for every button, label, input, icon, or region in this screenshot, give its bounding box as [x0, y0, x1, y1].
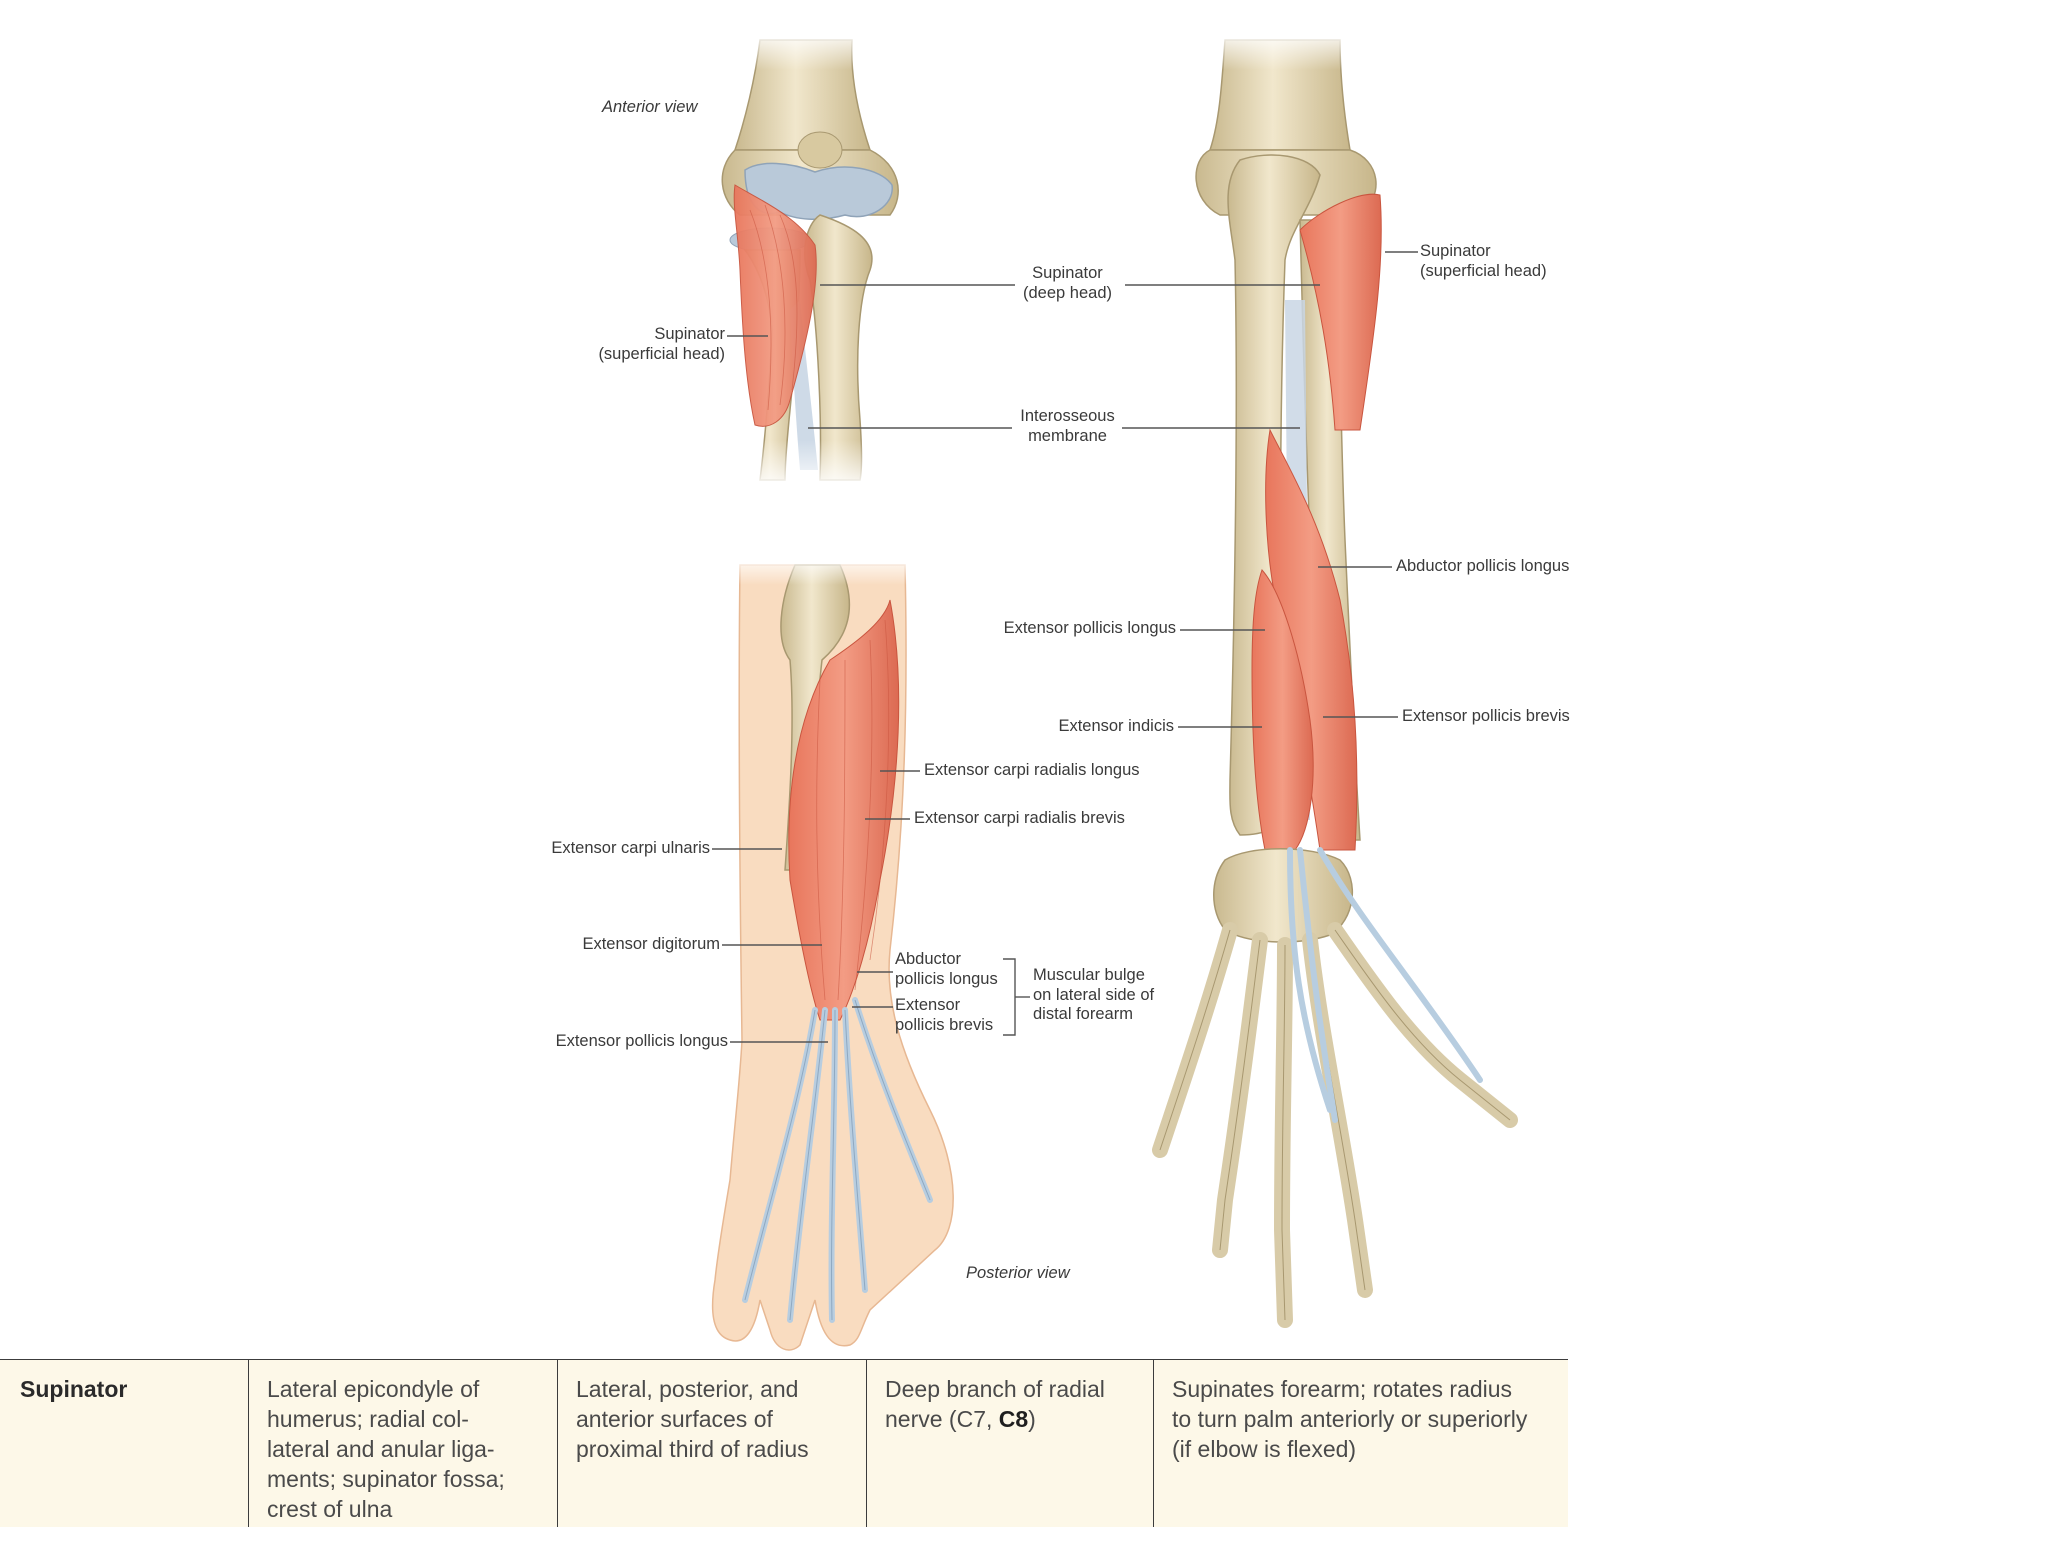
label-muscular-bulge: Muscular bulge on lateral side of distal… — [1033, 966, 1154, 1025]
cell-line: nerve (C7, C8) — [885, 1404, 1135, 1434]
label-text: membrane — [1028, 426, 1107, 445]
table-row: Supinator Lateral epicondyle of humerus;… — [0, 1359, 1568, 1527]
label-abductor-pollicis-longus-small: Abductor pollicis longus — [895, 950, 998, 989]
cell-line: (if elbow is flexed) — [1172, 1436, 1357, 1462]
label-text: pollicis longus — [895, 969, 998, 988]
cell-line: Supinates forearm; rotates radius — [1172, 1376, 1513, 1402]
cell-line: lateral and anular liga- — [267, 1436, 495, 1462]
label-extensor-pollicis-brevis-small: Extensor pollicis brevis — [895, 996, 993, 1035]
cell-line: crest of ulna — [267, 1496, 393, 1522]
anterior-view-illustration — [700, 30, 920, 490]
posterior-deep-illustration — [1152, 30, 1518, 1328]
deep-extensor-muscles — [1265, 428, 1358, 851]
innervation-text-end: ) — [1028, 1406, 1036, 1432]
label-extensor-indicis: Extensor indicis — [1058, 717, 1174, 735]
innervation-text: nerve (C7, — [885, 1406, 999, 1432]
posterior-view-label: Posterior view — [966, 1264, 1070, 1282]
label-text: Abductor — [895, 950, 962, 968]
supinator-muscle-posterior — [1299, 193, 1382, 431]
label-extensor-carpi-radialis-brevis: Extensor carpi radialis brevis — [914, 809, 1125, 827]
label-abductor-pollicis-longus: Abductor pollicis longus — [1396, 557, 1570, 575]
label-extensor-carpi-ulnaris: Extensor carpi ulnaris — [551, 839, 710, 857]
label-supinator-deep: Supinator (deep head) — [1005, 264, 1130, 303]
label-text: distal forearm — [1033, 1005, 1133, 1023]
label-text: pollicis brevis — [895, 1015, 994, 1034]
label-extensor-pollicis-longus-left: Extensor pollicis longus — [555, 1032, 728, 1050]
label-extensor-pollicis-brevis-right: Extensor pollicis brevis — [1402, 707, 1570, 725]
innervation-bold: C8 — [998, 1406, 1029, 1432]
label-text: Extensor — [895, 996, 961, 1014]
label-supinator-superficial-left: Supinator (superficial head) — [580, 325, 725, 364]
cell-line: Lateral, posterior, and — [576, 1376, 799, 1402]
cell-line: to turn palm anteriorly or superiorly — [1172, 1406, 1528, 1432]
label-extensor-digitorum: Extensor digitorum — [582, 935, 720, 953]
cell-innervation: Deep branch of radial nerve (C7, C8) — [866, 1359, 1154, 1527]
muscle-table: Supinator Lateral epicondyle of humerus;… — [0, 1359, 1568, 1527]
anterior-view-label: Anterior view — [602, 98, 698, 116]
cell-line: humerus; radial col- — [267, 1406, 469, 1432]
posterior-superficial-illustration — [711, 555, 954, 1351]
label-extensor-carpi-radialis-longus: Extensor carpi radialis longus — [924, 761, 1140, 779]
label-text: (deep head) — [1023, 283, 1112, 302]
cell-line: Lateral epicondyle of — [267, 1376, 480, 1402]
label-interosseous-membrane: Interosseous membrane — [1005, 407, 1130, 446]
cell-origin: Lateral epicondyle of humerus; radial co… — [248, 1359, 558, 1527]
label-text: Interosseous — [1020, 407, 1115, 425]
cell-muscle: Supinator — [20, 1376, 128, 1402]
cell-line: proximal third of radius — [576, 1436, 809, 1462]
cell-line: ments; supinator fossa; — [267, 1466, 505, 1492]
label-text: Muscular bulge — [1033, 966, 1145, 984]
label-text: Supinator — [1032, 264, 1103, 282]
leader-lines — [712, 251, 1418, 1043]
label-text: Supinator — [1420, 242, 1491, 260]
cell-line: anterior surfaces of — [576, 1406, 773, 1432]
label-extensor-pollicis-longus-right: Extensor pollicis longus — [1003, 619, 1176, 637]
tendons-deep — [1287, 847, 1483, 1123]
label-text: (superficial head) — [598, 344, 725, 363]
cell-insertion: Lateral, posterior, and anterior surface… — [557, 1359, 867, 1527]
label-text: Supinator — [654, 325, 725, 343]
cell-line: Deep branch of radial — [885, 1376, 1105, 1402]
supinator-muscle-anterior — [733, 184, 817, 427]
label-supinator-superficial-right: Supinator (superficial head) — [1420, 242, 1547, 281]
cell-function: Supinates forearm; rotates radius to tur… — [1153, 1359, 1568, 1527]
label-text: on lateral side of — [1033, 985, 1155, 1004]
label-text: (superficial head) — [1420, 261, 1547, 280]
